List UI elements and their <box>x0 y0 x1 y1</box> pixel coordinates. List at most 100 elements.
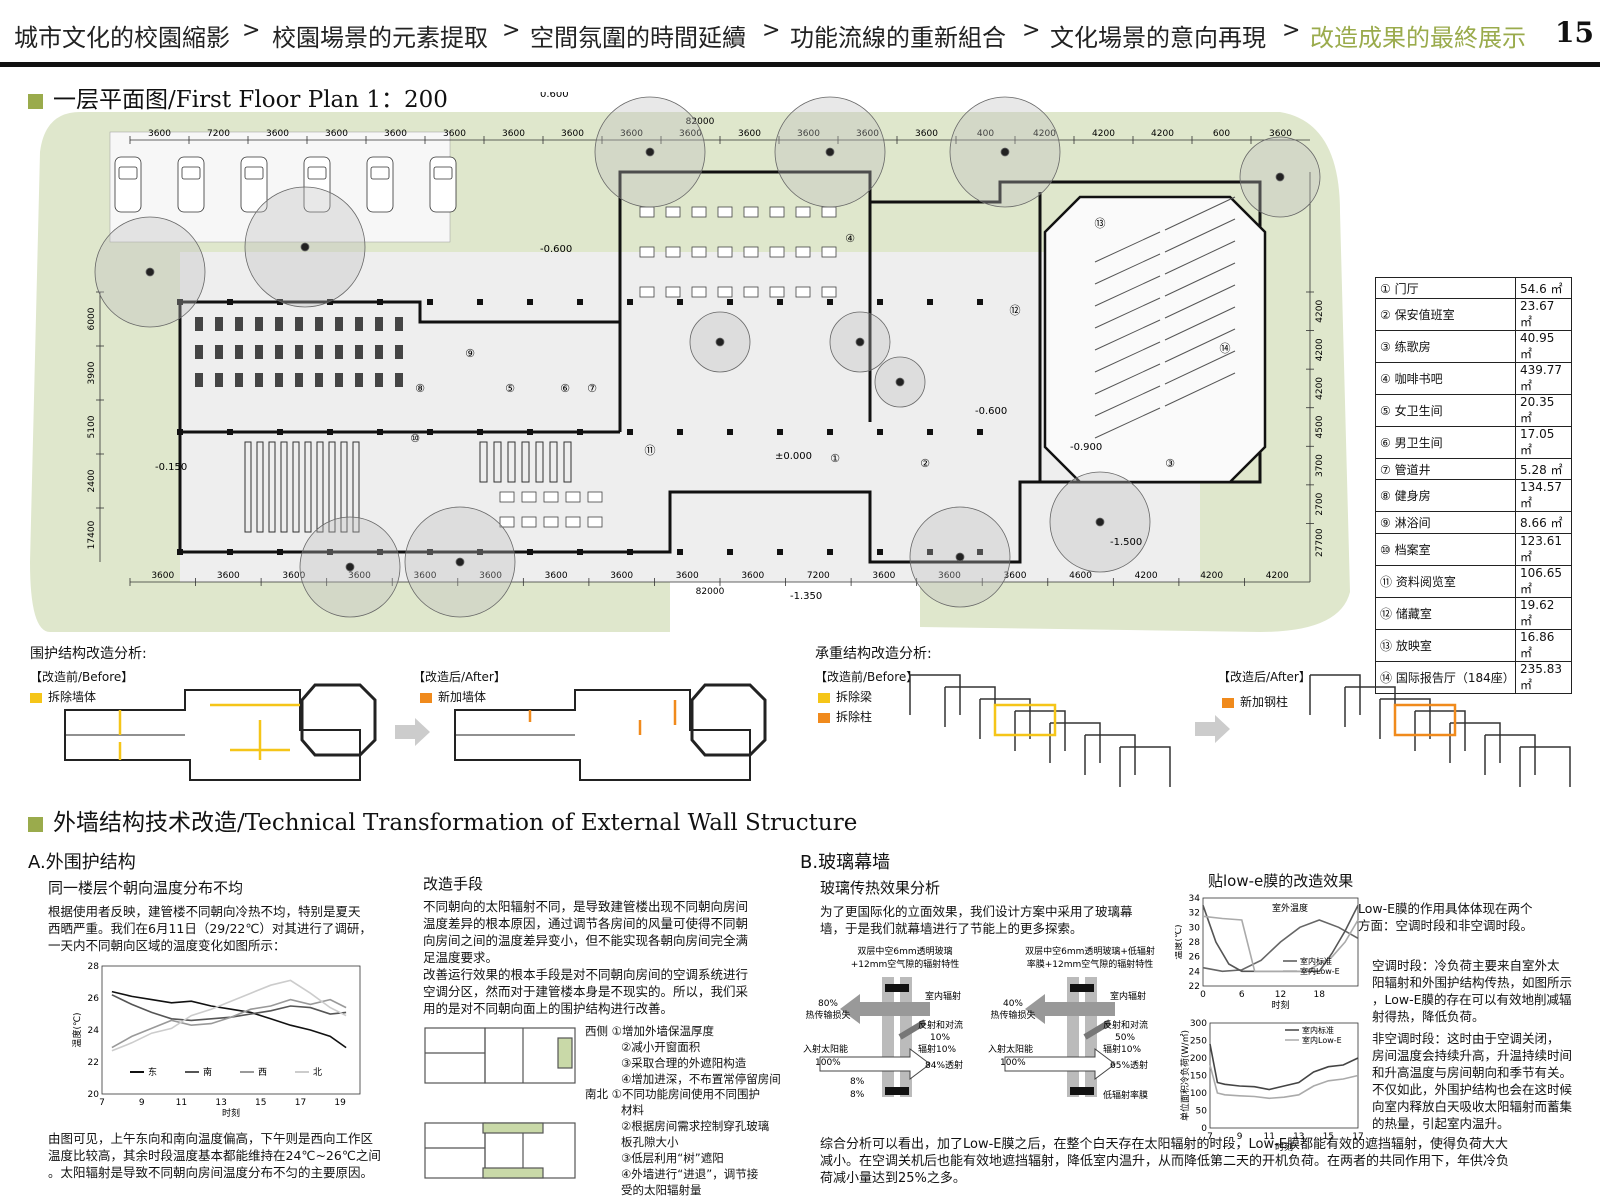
frame-bay <box>1450 722 1501 763</box>
nav-item-5[interactable]: 文化場景的意向再現 <box>1050 24 1266 52</box>
section-b-paragraph: 为了更国际化的立面效果，我们设计方案中采用了玻璃幕墙，于是我们就幕墙进行了节能上… <box>820 903 1133 937</box>
dimension-label: 3600 <box>148 129 171 139</box>
legend-swatch-remove-beam <box>818 692 830 703</box>
plan-title-text: 一层平面图/First Floor Plan 1：200 <box>53 87 448 113</box>
room-area-cell: 40.95 ㎡ <box>1515 330 1572 364</box>
glass2-incident-label: 入射太阳能 <box>988 1043 1033 1055</box>
cafe-table <box>769 286 785 298</box>
column <box>527 429 533 435</box>
column <box>977 429 983 435</box>
lowe-paragraph-3: 非空调时段：这时由于空调关闭，房间温度会持续升高，升温持续时间和升高温度与房间朝… <box>1372 1030 1572 1132</box>
dimension-label: 3600 <box>738 129 761 139</box>
nav-item-3[interactable]: 空間氛圍的時間延續 <box>530 24 746 52</box>
x-tick-label: 11 <box>176 1098 187 1108</box>
nav-item-2[interactable]: 校園場景的元素提取 <box>272 24 488 52</box>
dimension-label: 600 <box>1213 129 1230 139</box>
room-area-cell: 54.6 ㎡ <box>1515 276 1572 300</box>
reading-table <box>587 491 603 503</box>
gym-machine-icon <box>375 317 383 331</box>
dimension-label: 17400 <box>87 520 97 549</box>
elevation-label: -1.500 <box>1110 537 1142 548</box>
column <box>177 429 183 435</box>
dimension-label: 3600 <box>610 571 633 581</box>
nav-item-4[interactable]: 功能流線的重新組合 <box>790 24 1006 52</box>
nav-separator: > <box>762 18 781 43</box>
paved-area <box>180 252 1200 582</box>
elevation-label: ±0.000 <box>775 451 812 462</box>
nav-separator: > <box>1282 18 1301 43</box>
nav-item-1[interactable]: 城市文化的校園縮影 <box>14 24 230 52</box>
seat-row <box>1094 231 1161 263</box>
text-line: 用的是对不同朝向面上的围护结构进行改善。 <box>423 1001 674 1016</box>
section-b-subtitle: 玻璃传热效果分析 <box>820 879 941 897</box>
dimension-label: 3600 <box>217 571 240 581</box>
enclosure-before-plan <box>64 683 377 781</box>
y-tick-label: 28 <box>1189 938 1201 948</box>
column <box>177 299 183 305</box>
car-window <box>118 166 138 180</box>
column <box>577 429 583 435</box>
dimension-label: 3600 <box>384 129 407 139</box>
reading-table <box>521 516 537 528</box>
dimension-label: 3600 <box>348 571 371 581</box>
text-line: 改善运行效果的根本手段是对不同朝向房间的空调系统进行 <box>423 967 749 982</box>
dimension-label: 2700 <box>1315 492 1325 515</box>
legend-swatch-remove-wall <box>30 692 42 703</box>
y-tick-label: 24 <box>1189 967 1201 977</box>
glass1-reflect-a: 8% <box>850 1077 865 1087</box>
x-tick-label: 17 <box>295 1098 306 1108</box>
room-area-cell: 235.83 ㎡ <box>1515 660 1572 694</box>
text-line: 温度比较高，其余时段温度基本都能维持在24℃~26℃之间 <box>48 1148 381 1163</box>
nav-item-6-active[interactable]: 改造成果的最終展示 <box>1310 24 1526 52</box>
seat-row <box>1164 262 1236 297</box>
gym-machine-icon <box>195 373 203 387</box>
gym-machine-icon <box>275 373 283 387</box>
legend-swatch-add-wall <box>420 692 432 703</box>
gym-machine-icon <box>375 373 383 387</box>
dimension-label: 3600 <box>741 571 764 581</box>
y-tick-label: 22 <box>88 1058 99 1068</box>
frame-bay <box>980 698 1031 739</box>
auditorium-seats <box>1094 196 1236 439</box>
chart-title: 室外温度 <box>1272 902 1308 914</box>
glass2-incident-pct: 100% <box>1000 1058 1026 1068</box>
column <box>827 429 833 435</box>
frame-bay <box>1345 686 1396 727</box>
cafe-table <box>717 286 733 298</box>
section-a-paragraph-1: 根据使用者反映，建管楼不同朝向冷热不均，特别是夏天西晒严重。我们在6月11日（2… <box>48 903 372 954</box>
dimension-label: 3600 <box>151 571 174 581</box>
gym-machine-icon <box>395 345 403 359</box>
top-rule <box>0 62 1600 67</box>
seat-row <box>1164 372 1236 407</box>
text-line: 由图可见，上午东向和南向温度偏高，下午则是西向工作区 <box>48 1131 374 1146</box>
gym-machine-icon <box>275 317 283 331</box>
method-title: 改造手段 <box>423 875 484 893</box>
car-window <box>307 166 327 180</box>
method-plan-west <box>424 1027 576 1084</box>
legend-label: 室内标准 <box>1300 956 1332 966</box>
room-number-label: ⑪ <box>645 444 656 457</box>
text-line: 荷减小量达到25%之多。 <box>820 1171 966 1186</box>
page-number: 15 <box>1555 16 1594 49</box>
measure-item: ①不同功能房间使用不同围护 <box>611 1087 760 1101</box>
cafe-table <box>743 286 759 298</box>
dimension-label: 3600 <box>414 571 437 581</box>
column <box>677 549 683 555</box>
column <box>577 299 583 305</box>
legend-remove-column-label: 拆除柱 <box>836 710 873 724</box>
cafe-table <box>795 286 811 298</box>
gym-machine-icon <box>255 345 263 359</box>
west-label: 西侧 <box>585 1024 608 1038</box>
room-number-label: ⑥ <box>560 382 570 395</box>
lowe-paragraph-1: Low-E膜的作用具体体现在两个方面：空调时段和非空调时段。 <box>1358 900 1533 934</box>
column <box>427 299 433 305</box>
column <box>327 429 333 435</box>
glass2-reflect-pct: 50% <box>1115 1033 1135 1043</box>
wall-section-title: 外墙结构技术改造/Technical Transformation of Ext… <box>28 803 857 837</box>
section-a-paragraph-2: 由图可见，上午东向和南向温度偏高，下午则是西向工作区温度比较高，其余时段温度基本… <box>48 1130 381 1181</box>
